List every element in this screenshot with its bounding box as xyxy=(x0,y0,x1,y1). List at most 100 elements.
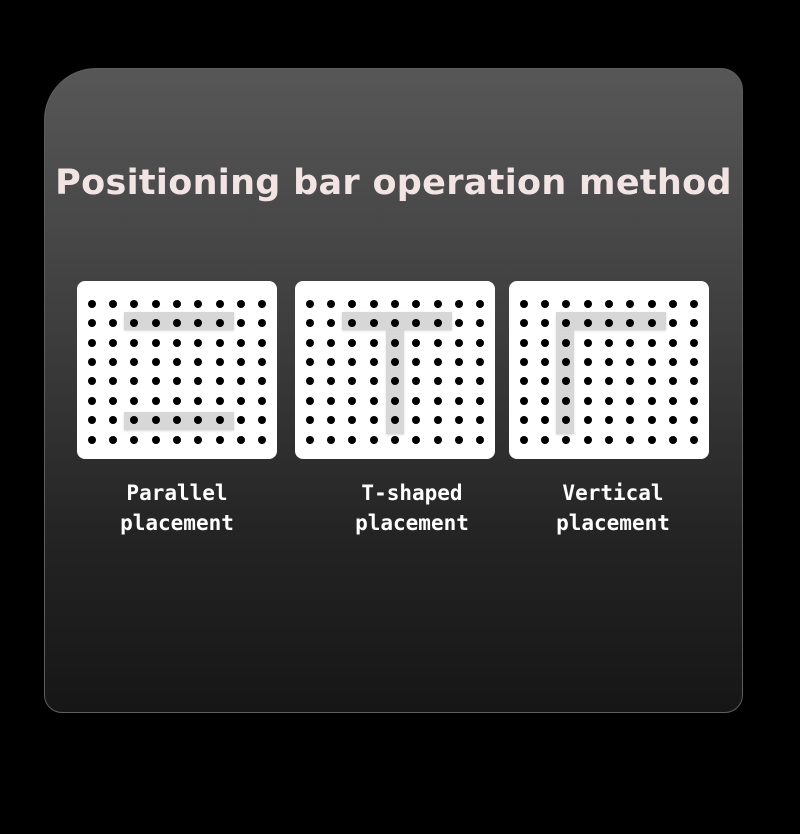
peg-hole xyxy=(237,358,245,366)
peg-hole xyxy=(370,436,378,444)
peg-hole xyxy=(327,339,335,347)
peg-hole xyxy=(520,436,528,444)
peg-hole xyxy=(370,358,378,366)
peg-hole xyxy=(152,377,160,385)
peg-hole xyxy=(306,339,314,347)
peg-hole xyxy=(130,319,138,327)
peg-hole xyxy=(476,300,484,308)
peg-hole xyxy=(455,358,463,366)
peg-hole xyxy=(690,300,698,308)
peg-hole xyxy=(541,339,549,347)
peg-hole xyxy=(584,339,592,347)
peg-hole xyxy=(605,319,613,327)
peg-hole xyxy=(194,300,202,308)
peg-hole xyxy=(584,377,592,385)
peg-hole xyxy=(306,358,314,366)
peg-hole xyxy=(258,436,266,444)
peg-hole xyxy=(562,416,570,424)
peg-hole xyxy=(370,377,378,385)
peg-hole xyxy=(434,319,442,327)
peg-hole xyxy=(130,416,138,424)
peg-hole xyxy=(476,416,484,424)
peg-hole xyxy=(690,358,698,366)
peg-hole xyxy=(88,339,96,347)
peg-hole xyxy=(216,339,224,347)
peg-hole xyxy=(520,377,528,385)
peg-hole xyxy=(370,319,378,327)
peg-hole xyxy=(173,319,181,327)
caption-line-2: placement xyxy=(120,511,234,535)
peg-hole xyxy=(690,416,698,424)
caption-line-1: Vertical xyxy=(562,481,664,505)
peg-hole xyxy=(370,416,378,424)
t-shaped-placement-diagram xyxy=(295,281,495,459)
peg-hole xyxy=(348,300,356,308)
peg-hole xyxy=(391,436,399,444)
peg-hole xyxy=(348,339,356,347)
peg-hole xyxy=(412,319,420,327)
peg-hole xyxy=(476,377,484,385)
peg-hole xyxy=(391,358,399,366)
peg-hole xyxy=(434,358,442,366)
peg-hole xyxy=(455,377,463,385)
peg-hole xyxy=(520,397,528,405)
peg-hole xyxy=(605,358,613,366)
peg-hole xyxy=(258,358,266,366)
peg-hole xyxy=(173,339,181,347)
peg-hole xyxy=(434,436,442,444)
peg-hole xyxy=(412,339,420,347)
peg-hole xyxy=(327,300,335,308)
peg-hole xyxy=(690,339,698,347)
peg-hole xyxy=(562,377,570,385)
peg-hole xyxy=(584,300,592,308)
peg-hole xyxy=(306,377,314,385)
peg-hole xyxy=(669,319,677,327)
peg-hole xyxy=(669,377,677,385)
peg-hole xyxy=(130,436,138,444)
peg-hole xyxy=(584,416,592,424)
peg-hole xyxy=(605,377,613,385)
peg-hole xyxy=(626,416,634,424)
peg-hole xyxy=(327,397,335,405)
peg-hole xyxy=(520,319,528,327)
parallel-placement-diagram xyxy=(77,281,277,459)
peg-hole xyxy=(541,416,549,424)
peg-hole xyxy=(194,358,202,366)
peg-hole xyxy=(562,358,570,366)
peg-hole xyxy=(130,358,138,366)
peg-hole xyxy=(370,397,378,405)
peg-hole xyxy=(391,339,399,347)
peg-hole xyxy=(412,377,420,385)
peg-hole xyxy=(562,397,570,405)
peg-hole xyxy=(216,397,224,405)
peg-hole xyxy=(520,300,528,308)
peg-hole xyxy=(476,436,484,444)
peg-hole xyxy=(669,397,677,405)
peg-hole xyxy=(626,319,634,327)
peg-hole xyxy=(109,397,117,405)
peg-hole xyxy=(370,300,378,308)
peg-hole xyxy=(626,358,634,366)
peg-hole xyxy=(194,416,202,424)
peg-hole xyxy=(109,300,117,308)
peg-hole xyxy=(541,358,549,366)
peg-hole xyxy=(327,358,335,366)
peg-hole xyxy=(648,397,656,405)
peg-hole xyxy=(88,397,96,405)
peg-hole xyxy=(109,416,117,424)
peg-hole xyxy=(173,358,181,366)
peg-hole xyxy=(605,436,613,444)
peg-hole xyxy=(88,436,96,444)
peg-hole xyxy=(412,300,420,308)
peg-hole xyxy=(88,377,96,385)
peg-hole xyxy=(434,300,442,308)
peg-hole xyxy=(216,377,224,385)
peg-hole xyxy=(237,436,245,444)
peg-hole xyxy=(173,436,181,444)
peg-hole xyxy=(258,377,266,385)
peg-hole xyxy=(216,300,224,308)
peg-hole xyxy=(605,397,613,405)
peg-hole xyxy=(237,397,245,405)
peg-hole xyxy=(88,358,96,366)
peg-hole xyxy=(348,319,356,327)
